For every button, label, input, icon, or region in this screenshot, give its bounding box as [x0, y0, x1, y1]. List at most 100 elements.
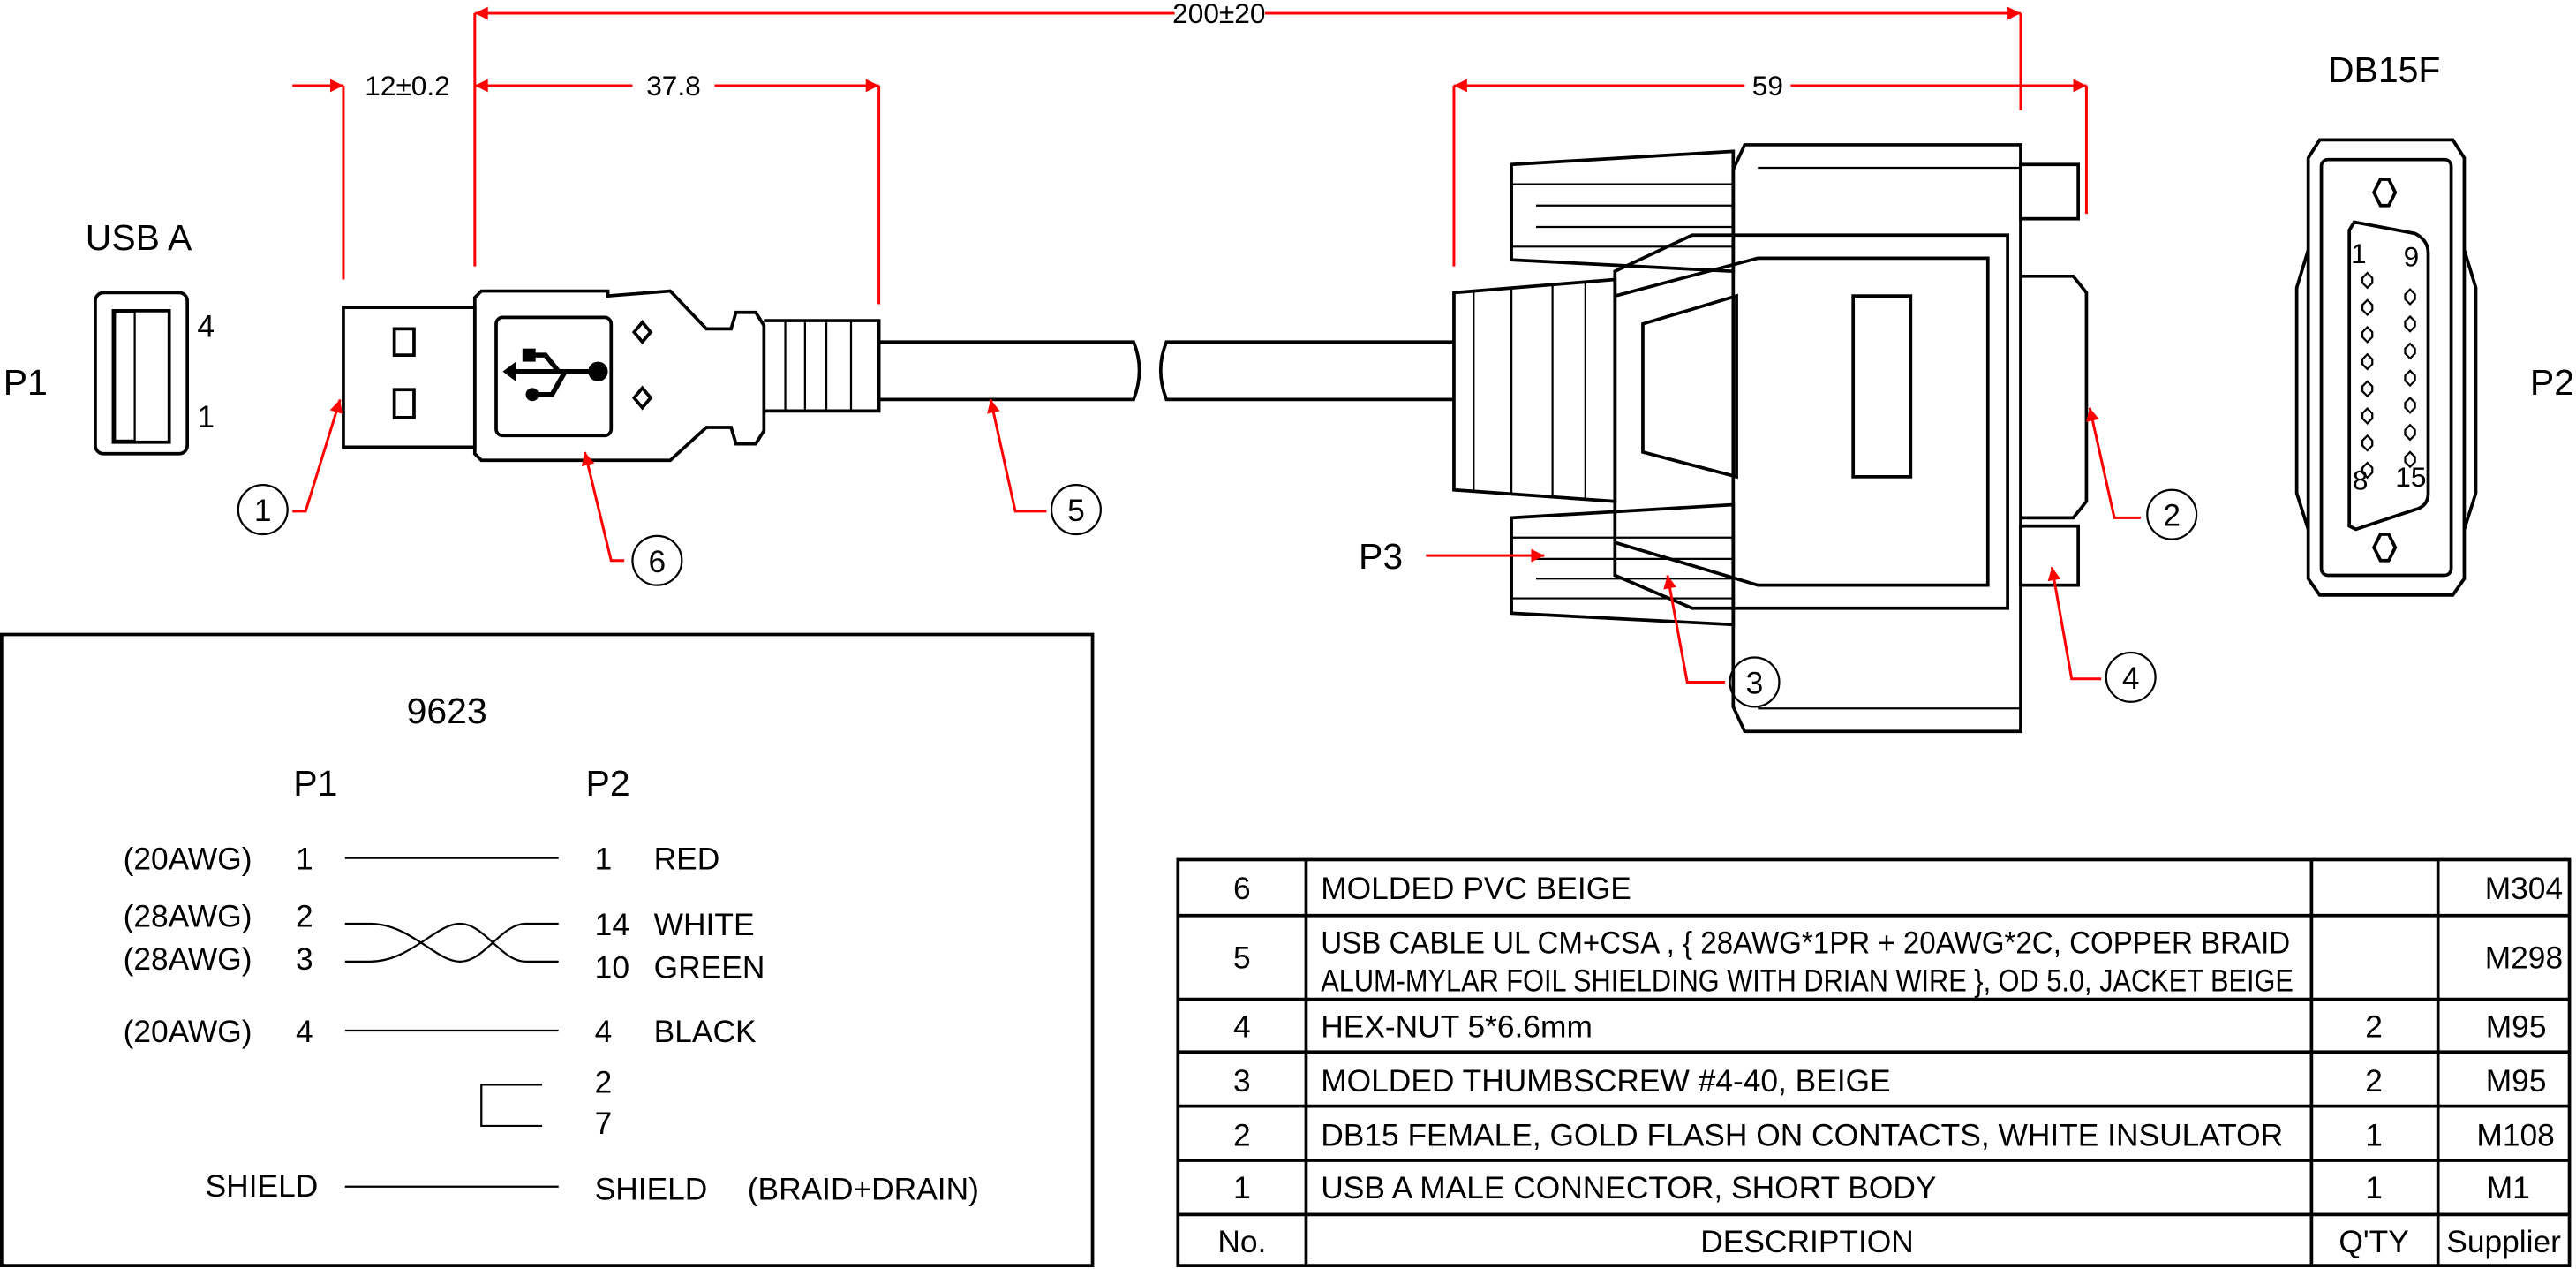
svg-text:Supplier: Supplier	[2446, 1225, 2561, 1259]
db15f-label: DB15F	[2328, 49, 2440, 90]
dimension-usb-plug: 12±0.2	[292, 70, 450, 280]
svg-text:HEX-NUT 5*6.6mm: HEX-NUT 5*6.6mm	[1321, 1009, 1593, 1044]
dimension-overall: 200±20	[473, 0, 2022, 267]
db15-connector: P3	[1359, 143, 2089, 734]
svg-text:(20AWG): (20AWG)	[124, 842, 252, 877]
jumper: 2 7	[480, 1066, 613, 1141]
usb-a-label: USB A	[86, 217, 192, 258]
svg-text:(28AWG): (28AWG)	[124, 942, 252, 977]
svg-text:(28AWG): (28AWG)	[124, 900, 252, 934]
svg-text:MOLDED PVC BEIGE: MOLDED PVC BEIGE	[1321, 872, 1631, 906]
wire-row: (20AWG) 1 1 RED	[124, 842, 720, 877]
svg-text:3: 3	[296, 942, 313, 977]
svg-text:GREEN: GREEN	[654, 950, 765, 985]
svg-text:M108: M108	[2476, 1118, 2554, 1152]
svg-text:1: 1	[2365, 1118, 2383, 1152]
svg-text:SHIELD: SHIELD	[206, 1169, 319, 1204]
svg-text:14: 14	[595, 908, 629, 942]
dimension-db-mold-label: 59	[1752, 70, 1783, 102]
wiring-p1-header: P1	[293, 763, 337, 804]
svg-text:USB CABLE UL CM+CSA , { 28AWG*: USB CABLE UL CM+CSA , { 28AWG*1PR + 20AW…	[1321, 926, 2290, 961]
svg-text:ALUM-MYLAR FOIL SHIELDING WITH: ALUM-MYLAR FOIL SHIELDING WITH DRIAN WIR…	[1321, 963, 2294, 998]
db15-contact	[2404, 314, 2416, 333]
svg-text:2: 2	[595, 1066, 613, 1100]
usb-a-face: USB A P1 4 1	[4, 217, 215, 456]
usb-logo-icon	[502, 348, 608, 402]
db15-contact	[2361, 434, 2374, 452]
bom-row: 3 MOLDED THUMBSCREW #4-40, BEIGE 2 M95	[1233, 1064, 2546, 1099]
svg-text:(BRAID+DRAIN): (BRAID+DRAIN)	[748, 1173, 979, 1207]
svg-text:1: 1	[296, 842, 313, 877]
svg-text:M95: M95	[2486, 1009, 2547, 1044]
svg-text:1: 1	[1233, 1171, 1251, 1205]
p2-label: P2	[2530, 362, 2574, 403]
svg-text:MOLDED THUMBSCREW #4-40, BEIGE: MOLDED THUMBSCREW #4-40, BEIGE	[1321, 1064, 1890, 1099]
bom-header-row: No. DESCRIPTION Q'TY Supplier	[1217, 1225, 2561, 1259]
bom-row: 4 HEX-NUT 5*6.6mm 2 M95	[1233, 1009, 2546, 1044]
svg-text:(20AWG): (20AWG)	[124, 1015, 252, 1049]
svg-text:1: 1	[595, 842, 613, 877]
db15-contact	[2404, 288, 2416, 306]
dimension-usb-mold: 37.8	[474, 70, 881, 305]
db15-contact	[2404, 396, 2416, 414]
thumbscrew-bottom	[1510, 502, 1736, 627]
shield-row: SHIELD SHIELD (BRAID+DRAIN)	[206, 1169, 979, 1207]
db15-contact	[2361, 461, 2374, 480]
svg-text:No.: No.	[1217, 1225, 1266, 1259]
svg-text:DB15 FEMALE, GOLD FLASH ON CON: DB15 FEMALE, GOLD FLASH ON CONTACTS, WHI…	[1321, 1118, 2283, 1152]
bom-row: 6 MOLDED PVC BEIGE M304	[1233, 872, 2563, 906]
db15-contact	[2361, 380, 2374, 398]
bom-row: 1 USB A MALE CONNECTOR, SHORT BODY 1 M1	[1233, 1171, 2530, 1205]
p3-label: P3	[1359, 536, 1403, 577]
db15-contact	[2361, 298, 2374, 317]
p1-label: P1	[4, 362, 48, 403]
svg-text:DESCRIPTION: DESCRIPTION	[1700, 1225, 1914, 1259]
svg-text:3: 3	[1746, 666, 1764, 700]
usb-pin-4-label: 4	[197, 310, 215, 344]
db15-contact	[2404, 423, 2416, 442]
svg-text:6: 6	[649, 545, 667, 579]
svg-text:Q'TY: Q'TY	[2339, 1225, 2408, 1259]
thumbscrew-top	[1510, 149, 1736, 274]
callout-1: 1	[237, 398, 343, 536]
db15-contact	[2361, 407, 2374, 425]
svg-text:M1: M1	[2487, 1171, 2530, 1205]
bom-row: 2 DB15 FEMALE, GOLD FLASH ON CONTACTS, W…	[1233, 1118, 2555, 1152]
db15-contact	[2361, 352, 2374, 371]
svg-text:BLACK: BLACK	[654, 1015, 757, 1049]
svg-text:M298: M298	[2485, 940, 2563, 975]
svg-text:10: 10	[595, 950, 629, 985]
wire-row: (28AWG) 3 10 GREEN	[124, 942, 765, 985]
svg-text:WHITE: WHITE	[654, 908, 755, 942]
svg-text:4: 4	[1233, 1009, 1251, 1044]
svg-text:SHIELD: SHIELD	[595, 1173, 708, 1207]
callout-2: 2	[2086, 407, 2198, 540]
db15-contact	[2404, 369, 2416, 388]
dimension-usb-mold-label: 37.8	[646, 70, 701, 102]
bom-table: 6 MOLDED PVC BEIGE M304 5 USB CABLE UL C…	[1176, 857, 2572, 1267]
db-pin-9-label: 9	[2404, 241, 2420, 273]
wiring-diagram: 9623 P1 P2 (20AWG) 1 1 RED (28AWG) 2 14 …	[0, 632, 1095, 1267]
wire-row: (20AWG) 4 4 BLACK	[124, 1015, 757, 1049]
svg-text:6: 6	[1233, 872, 1251, 906]
wire-row: (28AWG) 2 14 WHITE	[124, 900, 755, 942]
svg-text:2: 2	[1233, 1118, 1251, 1152]
callout-5: 5	[987, 399, 1102, 536]
db-pin-1-label: 1	[2351, 238, 2367, 269]
svg-text:2: 2	[2365, 1009, 2383, 1044]
dimension-db-mold: 59	[1452, 70, 2088, 267]
svg-text:7: 7	[595, 1107, 613, 1141]
db15-contact	[2361, 325, 2374, 344]
svg-text:5: 5	[1233, 940, 1251, 975]
svg-text:M304: M304	[2485, 872, 2563, 906]
svg-text:2: 2	[2365, 1064, 2383, 1099]
wiring-title: 9623	[407, 691, 487, 731]
db-pin-8-label: 8	[2353, 465, 2369, 496]
wiring-p2-header: P2	[586, 763, 630, 804]
bom-row: 5 USB CABLE UL CM+CSA , { 28AWG*1PR + 20…	[1233, 926, 2563, 999]
callout-4: 4	[2047, 566, 2157, 703]
db15-contact	[2404, 450, 2416, 469]
cable	[878, 340, 1454, 402]
svg-text:2: 2	[2163, 499, 2181, 533]
